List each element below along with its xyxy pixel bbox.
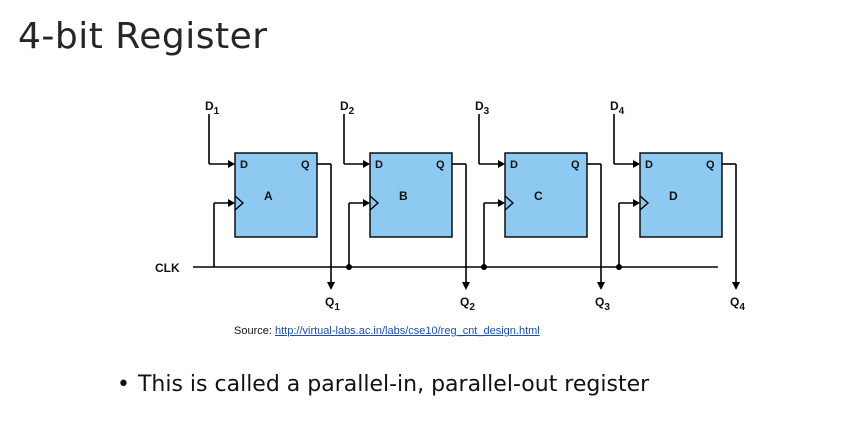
flipflop-name-label: A (264, 189, 273, 203)
input-arrow-icon (228, 160, 235, 168)
flipflop-q-pin-label: Q (706, 159, 715, 171)
flipflop-name-label: C (534, 189, 543, 203)
flipflop-d-pin-label: D (240, 159, 248, 171)
output-label-q2: Q2 (460, 295, 475, 313)
flipflop-box-c (504, 152, 588, 238)
clock-junction-dot (346, 264, 352, 270)
flipflop-name-label: D (669, 189, 678, 203)
input-label-d4: D4 (610, 99, 625, 117)
flipflop-q-pin-label: Q (436, 159, 445, 171)
output-arrow-icon (597, 282, 605, 290)
clock-arrow-icon (633, 199, 640, 207)
clock-triangle-icon (234, 195, 245, 211)
input-label-d3: D3 (475, 99, 490, 117)
input-arrow-icon (633, 160, 640, 168)
flipflop-name-label: B (399, 189, 408, 203)
flipflop-box-b (369, 152, 453, 238)
slide-title: 4-bit Register (18, 16, 268, 57)
bullet-point: • This is called a parallel-in, parallel-… (117, 372, 649, 397)
source-link[interactable]: http://virtual-labs.ac.in/labs/cse10/reg… (274, 325, 540, 337)
output-arrow-icon (462, 282, 470, 290)
input-arrow-icon (498, 160, 505, 168)
flipflop-box-d (639, 152, 723, 238)
bullet-text: This is called a parallel-in, parallel-o… (137, 372, 650, 397)
clock-arrow-icon (228, 199, 235, 207)
source-citation: Source: http://virtual-labs.ac.in/labs/c… (234, 325, 540, 337)
output-label-q1: Q1 (325, 295, 340, 313)
clock-junction-dot (616, 264, 622, 270)
clock-label: CLK (155, 261, 180, 275)
flipflop-q-pin-label: Q (301, 159, 310, 171)
clock-arrow-icon (498, 199, 505, 207)
flipflop-d-pin-label: D (375, 159, 383, 171)
clock-arrow-icon (363, 199, 370, 207)
clock-junction-dot (481, 264, 487, 270)
output-arrow-icon (732, 282, 740, 290)
input-label-d1: D1 (205, 99, 220, 117)
clock-triangle-icon (369, 195, 380, 211)
output-label-q3: Q3 (595, 295, 610, 313)
output-arrow-icon (327, 282, 335, 290)
clock-triangle-icon (504, 195, 515, 211)
input-label-d2: D2 (340, 99, 355, 117)
input-arrow-icon (363, 160, 370, 168)
source-label: Source: (234, 325, 272, 337)
flipflop-box-a (234, 152, 318, 238)
bullet-icon: • (117, 372, 130, 397)
flipflop-q-pin-label: Q (571, 159, 580, 171)
output-label-q4: Q4 (730, 295, 745, 313)
flipflop-d-pin-label: D (510, 159, 518, 171)
clock-triangle-icon (639, 195, 650, 211)
flipflop-d-pin-label: D (645, 159, 653, 171)
